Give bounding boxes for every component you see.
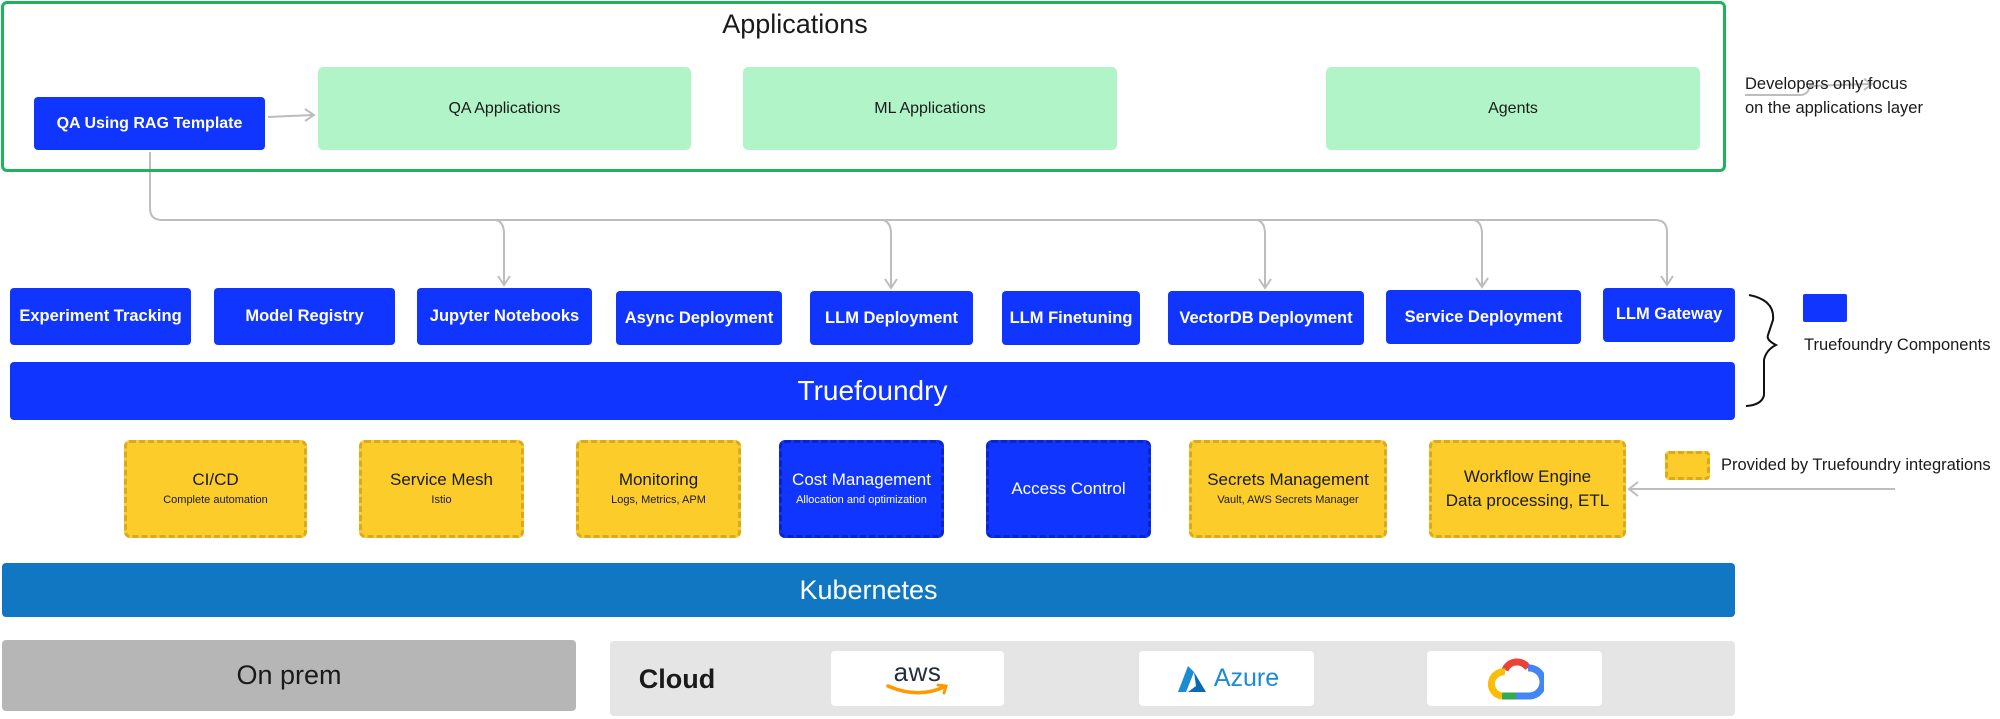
integration-title: Cost Management (792, 470, 931, 489)
component-llm-gateway[interactable]: LLM Gateway (1603, 288, 1735, 342)
integration-service-mesh[interactable]: Service Mesh Istio (359, 440, 524, 538)
developers-note-line1: Developers only focus (1745, 75, 1908, 93)
component-async-deployment[interactable]: Async Deployment (616, 291, 782, 345)
integration-subtitle: Istio (431, 494, 452, 506)
arrow-template-to-qa-apps (267, 114, 314, 118)
components-legend-label: Truefoundry Components (1804, 336, 1991, 354)
components-legend-swatch (1803, 294, 1847, 322)
aws-smile-icon (885, 683, 948, 694)
integration-title: Secrets Management (1207, 470, 1369, 489)
integration-title: Service Mesh (390, 470, 493, 489)
developers-note: Developers only focus on the application… (1745, 72, 1995, 120)
integration-workflow-engine[interactable]: Workflow Engine Data processing, ETL (1429, 440, 1626, 538)
ml-applications-box[interactable]: ML Applications (743, 67, 1117, 150)
integrations-legend-label: Provided by Truefoundry integrations (1721, 456, 1991, 474)
truefoundry-platform-bar[interactable]: Truefoundry (10, 362, 1735, 420)
qa-rag-template-box[interactable]: QA Using RAG Template (34, 97, 265, 150)
azure-logo-icon (1177, 665, 1206, 692)
integration-subtitle: Allocation and optimization (796, 494, 927, 506)
azure-card[interactable]: Azure (1139, 651, 1314, 706)
on-prem-box[interactable]: On prem (2, 640, 576, 711)
integration-subtitle: Logs, Metrics, APM (611, 494, 706, 506)
curly-brace (1745, 294, 1779, 407)
integration-title: Access Control (1011, 479, 1126, 498)
arrow-to-llm-deployment (882, 219, 892, 287)
integration-subtitle: Complete automation (163, 494, 268, 506)
integration-subtitle: Data processing, ETL (1445, 491, 1610, 510)
integration-title: CI/CD (192, 470, 239, 489)
azure-logo-text: Azure (1213, 664, 1280, 692)
component-llm-finetuning[interactable]: LLM Finetuning (1002, 291, 1140, 345)
component-llm-deployment[interactable]: LLM Deployment (810, 291, 973, 345)
component-service-deployment[interactable]: Service Deployment (1386, 290, 1581, 344)
component-access-control[interactable]: Access Control (986, 440, 1151, 538)
aws-logo-text: aws (893, 656, 942, 687)
google-cloud-logo-icon (1487, 658, 1544, 699)
agents-box[interactable]: Agents (1326, 67, 1700, 150)
arrow-to-service-deployment (1473, 219, 1483, 286)
arrow-template-trunk (149, 152, 1668, 284)
integration-title: Workflow Engine (1463, 467, 1592, 486)
cloud-label: Cloud (638, 663, 716, 694)
component-model-registry[interactable]: Model Registry (214, 288, 395, 345)
kubernetes-bar[interactable]: Kubernetes (2, 563, 1735, 617)
integration-secrets-management[interactable]: Secrets Management Vault, AWS Secrets Ma… (1189, 440, 1387, 538)
applications-title: Applications (722, 8, 868, 39)
developers-note-line2: on the applications layer (1745, 99, 1923, 117)
aws-card[interactable]: aws (831, 651, 1004, 706)
google-cloud-card[interactable] (1427, 651, 1602, 706)
arrow-to-vectordb (1256, 219, 1266, 287)
integration-title: Monitoring (618, 470, 699, 489)
component-experiment-tracking[interactable]: Experiment Tracking (10, 288, 191, 345)
integration-cicd[interactable]: CI/CD Complete automation (124, 440, 307, 538)
integrations-legend-swatch (1665, 451, 1710, 480)
arrow-to-jupyter (495, 219, 505, 284)
qa-applications-box[interactable]: QA Applications (318, 67, 691, 150)
component-jupyter-notebooks[interactable]: Jupyter Notebooks (417, 288, 592, 345)
applications-layer-frame (1, 1, 1726, 172)
integration-subtitle: Vault, AWS Secrets Manager (1217, 494, 1359, 506)
component-cost-management[interactable]: Cost Management Allocation and optimizat… (779, 440, 944, 538)
component-vectordb-deployment[interactable]: VectorDB Deployment (1168, 291, 1364, 345)
integration-monitoring[interactable]: Monitoring Logs, Metrics, APM (576, 440, 741, 538)
